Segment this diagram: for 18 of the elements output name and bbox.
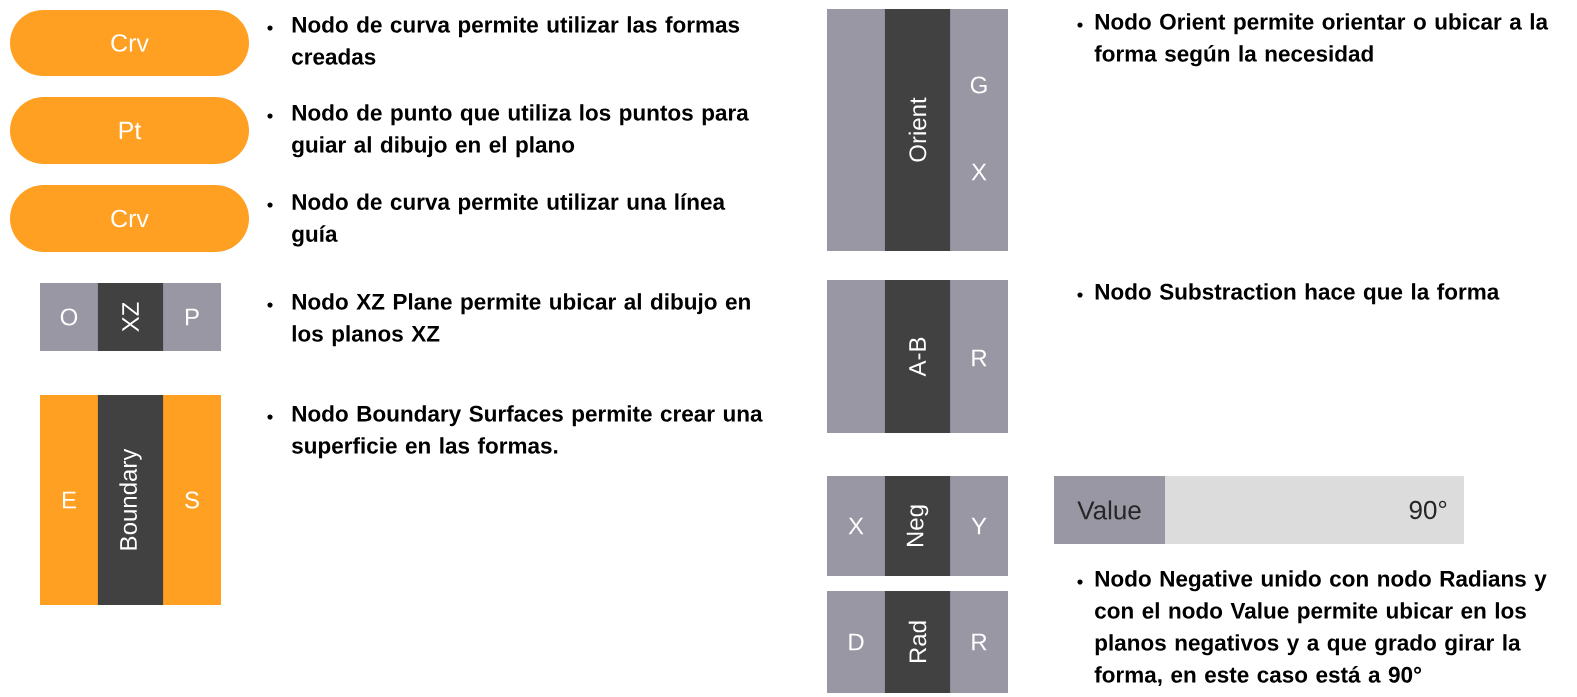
bullet-text: Nodo Orient permite orientar o ubicar a la forma según la necesidad xyxy=(1077,13,1549,67)
component-pill: Pt xyxy=(10,97,249,164)
bullet-text: Nodo Boundary Surfaces permite crear una superficie en las formas. xyxy=(267,405,763,459)
component-box: O XZ P xyxy=(40,283,221,351)
component-box: E Boundary S xyxy=(40,395,221,605)
bullet-text: Nodo de curva permite utilizar las formas creadas xyxy=(267,16,740,65)
bullet-text: Nodo de punto que utiliza los puntos para guiar al dibujo en el plano xyxy=(267,104,749,158)
bullet-text: Nodo XZ Plane permite ubicar al dibujo en los planos XZ xyxy=(267,293,750,347)
value-slider: Value 90° xyxy=(1054,476,1464,544)
component-box: D Rad R xyxy=(827,591,1008,693)
component-pill: Crv xyxy=(10,185,249,252)
component-box: Orient G X xyxy=(827,9,1008,251)
component-box: A-B R xyxy=(827,280,1008,433)
bullet-text: Nodo Substraction hace que la forma xyxy=(1077,283,1500,305)
bullet-text: Nodo de curva permite utilizar una línea guía xyxy=(267,193,726,247)
component-box: X Neg Y xyxy=(827,476,1008,576)
component-pill: Crv xyxy=(10,10,249,76)
bullet-text: Nodo Negative unido con nodo Radians y con el nodo Value permite ubicar en los planos negativos y a que grado girar la forma, en este caso está a 90° xyxy=(1077,570,1547,686)
